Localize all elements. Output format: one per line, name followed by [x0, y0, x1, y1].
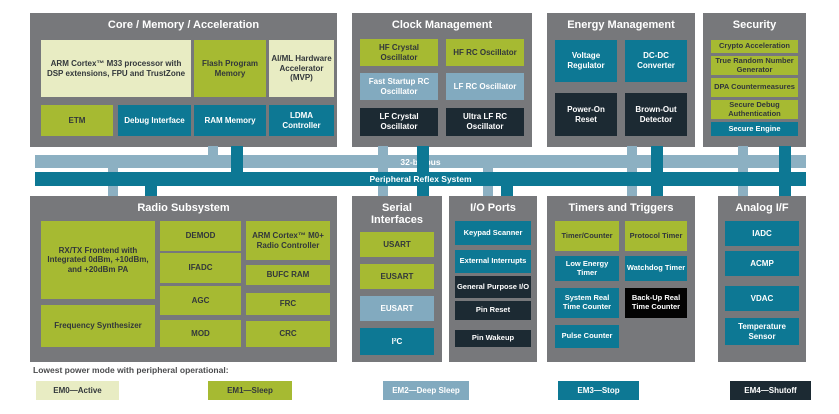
section-clock-management: Clock Management HF Crystal Oscillator H… — [352, 13, 532, 147]
block-secure-engine: Secure Engine — [711, 122, 798, 136]
block-aiml-hardware-accelerator: AI/ML Hardware Accelerator (MVP) — [269, 40, 334, 97]
block-i2c: I²C — [360, 328, 434, 355]
connector-energy-bus — [627, 146, 637, 158]
block-hf-rc-oscillator: HF RC Oscillator — [446, 39, 524, 66]
block-agc: AGC — [160, 286, 241, 315]
block-debug-interface: Debug Interface — [118, 105, 191, 136]
block-ifadc: IFADC — [160, 253, 241, 283]
section-timers-and-triggers: Timers and Triggers Timer/Counter Low En… — [547, 196, 695, 362]
block-frequency-synthesizer: Frequency Synthesizer — [41, 305, 155, 347]
block-temperature-sensor: Temperature Sensor — [725, 318, 799, 345]
legend-em4-shutoff: EM4—Shutoff — [730, 381, 811, 400]
block-mod: MOD — [160, 320, 241, 347]
block-general-purpose-io: General Purpose I/O — [455, 276, 531, 298]
block-etm: ETM — [41, 105, 113, 136]
section-analog-if: Analog I/F IADC ACMP VDAC Temperature Se… — [718, 196, 806, 362]
legend-caption: Lowest power mode with peripheral operat… — [33, 365, 229, 375]
section-title: Core / Memory / Acceleration — [107, 19, 260, 31]
block-eusart-2: EUSART — [360, 296, 434, 321]
legend-em3-stop: EM3—Stop — [558, 381, 639, 400]
block-backup-real-time-counter: Back-Up Real Time Counter — [625, 288, 687, 318]
block-fast-startup-rc-oscillator: Fast Startup RC Oscillator — [360, 73, 438, 100]
section-radio-subsystem: Radio Subsystem RX/TX Frontend with Inte… — [30, 196, 337, 362]
section-title: Timers and Triggers — [568, 202, 674, 214]
block-bufc-ram: BUFC RAM — [246, 265, 330, 285]
section-core-memory-acceleration: Core / Memory / Acceleration ARM Cortex™… — [30, 13, 337, 147]
block-ultra-lf-rc-oscillator: Ultra LF RC Oscillator — [446, 108, 524, 136]
connector-security-bus — [738, 146, 748, 158]
block-true-random-number-generator: True Random Number Generator — [711, 56, 798, 75]
legend-em0-active: EM0—Active — [36, 381, 119, 400]
block-power-on-reset: Power-On Reset — [555, 93, 617, 136]
block-keypad-scanner: Keypad Scanner — [455, 221, 531, 245]
block-acmp: ACMP — [725, 251, 799, 276]
block-pin-reset: Pin Reset — [455, 301, 531, 320]
legend-em1-sleep: EM1—Sleep — [208, 381, 292, 400]
block-ram-memory: RAM Memory — [194, 105, 266, 136]
block-lf-rc-oscillator: LF RC Oscillator — [446, 73, 524, 100]
block-external-interrupts: External Interrupts — [455, 250, 531, 273]
block-arm-cortex-m0-radio-controller: ARM Cortex™ M0+ Radio Controller — [246, 221, 330, 260]
section-title: Clock Management — [391, 19, 493, 31]
block-timer-counter: Timer/Counter — [555, 221, 619, 251]
block-system-real-time-counter: System Real Time Counter — [555, 288, 619, 318]
section-security: Security Crypto Acceleration True Random… — [703, 13, 806, 147]
section-energy-management: Energy Management Voltage Regulator DC-D… — [547, 13, 695, 147]
block-dc-dc-converter: DC-DC Converter — [625, 40, 687, 82]
block-dpa-countermeasures: DPA Countermeasures — [711, 78, 798, 97]
connector-clock-prs — [417, 146, 429, 176]
section-title: Energy Management — [567, 19, 675, 31]
block-arm-cortex-m33: ARM Cortex™ M33 processor with DSP exten… — [41, 40, 191, 97]
block-brown-out-detector: Brown-Out Detector — [625, 93, 687, 136]
connector-energy-prs — [651, 146, 663, 176]
block-hf-crystal-oscillator: HF Crystal Oscillator — [360, 39, 438, 66]
section-title: I/O Ports — [470, 202, 516, 214]
section-title: Serial Interfaces — [371, 202, 423, 227]
block-secure-debug-authentication: Secure Debug Authentication — [711, 100, 798, 119]
section-title: Security — [732, 19, 777, 31]
block-demod: DEMOD — [160, 221, 241, 251]
block-frc: FRC — [246, 293, 330, 315]
block-watchdog-timer: Watchdog Timer — [625, 256, 687, 281]
block-protocol-timer: Protocol Timer — [625, 221, 687, 251]
section-serial-interfaces: Serial Interfaces USART EUSART EUSART I²… — [352, 196, 442, 362]
block-pin-wakeup: Pin Wakeup — [455, 330, 531, 347]
section-title: Analog I/F — [735, 202, 789, 214]
block-iadc: IADC — [725, 221, 799, 246]
section-io-ports: I/O Ports Keypad Scanner External Interr… — [449, 196, 537, 362]
connector-core-prs — [231, 146, 243, 176]
bus-peripheral-reflex-system: Peripheral Reflex System — [35, 172, 806, 186]
block-flash-program-memory: Flash Program Memory — [194, 40, 266, 97]
connector-security-prs — [779, 146, 791, 176]
block-rx-tx-frontend: RX/TX Frontend with Integrated 0dBm, +10… — [41, 221, 155, 299]
block-voltage-regulator: Voltage Regulator — [555, 40, 617, 82]
legend-em2-deep-sleep: EM2—Deep Sleep — [383, 381, 469, 400]
block-ldma-controller: LDMA Controller — [269, 105, 334, 136]
block-crc: CRC — [246, 321, 330, 347]
block-crypto-acceleration: Crypto Acceleration — [711, 40, 798, 53]
section-title: Radio Subsystem — [137, 202, 230, 214]
connector-clock-bus — [378, 146, 388, 158]
block-low-energy-timer: Low Energy Timer — [555, 256, 619, 281]
block-usart: USART — [360, 232, 434, 257]
block-eusart-1: EUSART — [360, 264, 434, 289]
connector-core-bus — [208, 146, 218, 158]
block-vdac: VDAC — [725, 286, 799, 311]
block-pulse-counter: Pulse Counter — [555, 325, 619, 348]
block-lf-crystal-oscillator: LF Crystal Oscillator — [360, 108, 438, 136]
